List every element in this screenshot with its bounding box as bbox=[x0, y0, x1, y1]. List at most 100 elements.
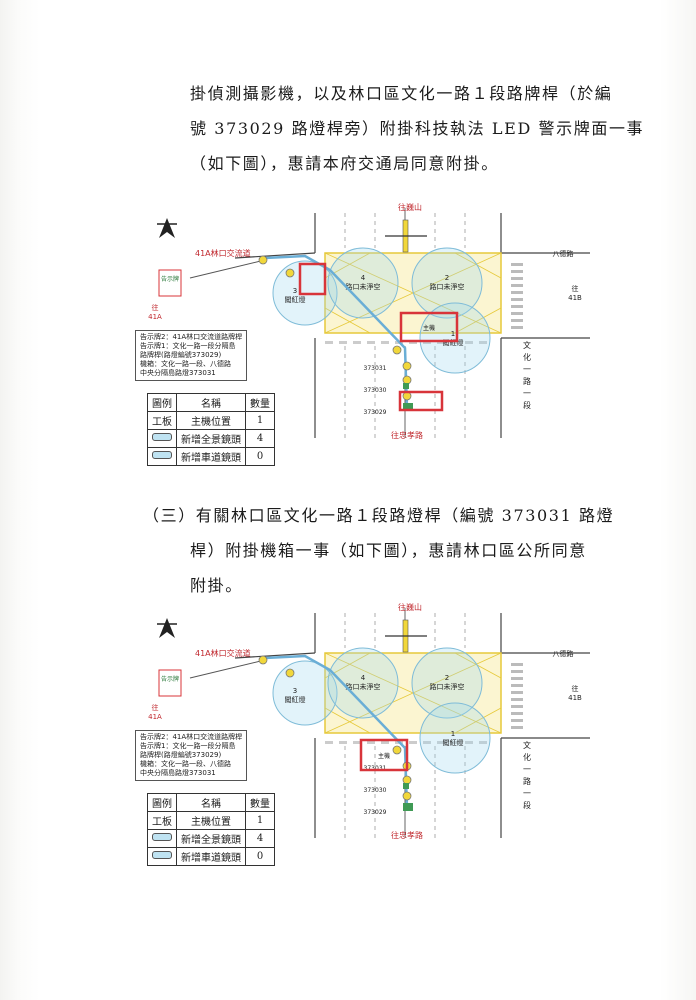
road-label-41a: 41A林口交流道 bbox=[195, 248, 251, 258]
legend-qty: 1 bbox=[245, 811, 275, 830]
crosswalk-stripe bbox=[511, 312, 523, 315]
crosswalk-stripe bbox=[367, 341, 375, 344]
legend-header: 數量 bbox=[245, 393, 275, 412]
road-edge bbox=[234, 652, 316, 659]
crosswalk-stripe bbox=[339, 741, 347, 744]
crosswalk-stripe bbox=[451, 341, 459, 344]
pole-number-373031: 373031 bbox=[364, 765, 387, 772]
paragraph-2-line-2: 桿）附掛機箱一事（如下圖），惠請林口區公所同意 bbox=[190, 541, 587, 560]
crosswalk-stripe bbox=[511, 705, 523, 708]
left-sign-box bbox=[158, 669, 182, 697]
camera-coverage-1 bbox=[419, 302, 491, 374]
crosswalk-stripe bbox=[465, 741, 473, 744]
crosswalk-stripe bbox=[325, 741, 333, 744]
legend-icon: 工板 bbox=[147, 411, 177, 430]
paragraph-2-line-1: （三）有關林口區文化一路１段路燈桿（編號 373031 路燈 bbox=[143, 506, 615, 525]
notes-box: 告示牌2：41A林口交流道路牌桿告示牌1：文化一路一段分隔島路牌桿(路燈編號37… bbox=[135, 730, 248, 781]
legend-qty: 4 bbox=[245, 429, 275, 448]
pole-number-373030: 373030 bbox=[364, 387, 387, 394]
crosswalk-stripe bbox=[423, 341, 431, 344]
note-line: 告示牌1：文化一路一段分隔島 bbox=[140, 342, 236, 350]
signal-head bbox=[402, 791, 412, 801]
signal-head bbox=[285, 668, 295, 678]
signal-head bbox=[392, 745, 402, 755]
crosswalk-stripe bbox=[511, 263, 523, 266]
cable-route bbox=[189, 659, 266, 679]
paragraph-1-line-2: 號 373029 路燈桿旁）附掛科技執法 LED 警示牌面一事 bbox=[190, 119, 645, 138]
crosswalk-stripe bbox=[511, 277, 523, 280]
crosswalk-stripe bbox=[465, 341, 473, 344]
note-line: 路牌桿(路燈編號373029) bbox=[140, 751, 222, 759]
road-label-north: 往巍山 bbox=[398, 602, 422, 612]
legend-header: 圖例 bbox=[147, 393, 177, 412]
legend-qty: 0 bbox=[245, 847, 275, 866]
crosswalk-stripe bbox=[511, 284, 523, 287]
legend-icon: 工板 bbox=[147, 811, 177, 830]
crosswalk-stripe bbox=[511, 726, 523, 729]
signal-head bbox=[402, 775, 412, 785]
crosswalk-stripe bbox=[511, 326, 523, 329]
road-label-wenhua: 文化一路一段 bbox=[523, 740, 531, 810]
crosswalk-stripe bbox=[423, 741, 431, 744]
legend-name: 主機位置 bbox=[176, 411, 246, 430]
camera-coverage-3 bbox=[272, 660, 338, 726]
legend-header: 圖例 bbox=[147, 793, 177, 812]
crosswalk-stripe bbox=[367, 741, 375, 744]
pole-number-373030: 373030 bbox=[364, 787, 387, 794]
crosswalk-stripe bbox=[325, 341, 333, 344]
pole-number-373031: 373031 bbox=[364, 365, 387, 372]
signal-head bbox=[392, 345, 402, 355]
sign-pole bbox=[403, 403, 413, 411]
note-line: 路牌桿(路燈編號373029) bbox=[140, 351, 222, 359]
paragraph-1-line-3: （如下圖），惠請本府交通局同意附掛。 bbox=[190, 154, 499, 173]
crosswalk-stripe bbox=[479, 341, 487, 344]
road-label-wenhua: 文化一路一段 bbox=[523, 340, 531, 410]
legend-name: 新增全景鏡頭 bbox=[176, 429, 246, 448]
camera-coverage-4 bbox=[327, 247, 399, 319]
crosswalk-stripe bbox=[381, 741, 389, 744]
signal-head bbox=[258, 655, 268, 665]
left-sign-box bbox=[158, 269, 182, 297]
crosswalk-stripe bbox=[451, 741, 459, 744]
crosswalk-stripe bbox=[437, 341, 445, 344]
sign-pole bbox=[403, 783, 409, 789]
crosswalk-stripe bbox=[511, 684, 523, 687]
camera-coverage-4 bbox=[327, 647, 399, 719]
left-sign-label: 告示牌 bbox=[161, 275, 179, 283]
legend-name: 新增全景鏡頭 bbox=[176, 829, 246, 848]
crosswalk-stripe bbox=[381, 341, 389, 344]
road-label-41a: 41A林口交流道 bbox=[195, 648, 251, 658]
note-line: 告示牌1：文化一路一段分隔島 bbox=[140, 742, 236, 750]
cable-route bbox=[189, 259, 266, 279]
pole-number-373029: 373029 bbox=[364, 809, 387, 816]
crosswalk-stripe bbox=[511, 698, 523, 701]
crosswalk-stripe bbox=[511, 712, 523, 715]
sign-pole bbox=[403, 803, 413, 811]
legend-header: 數量 bbox=[245, 793, 275, 812]
road-label-east: 八德路 bbox=[553, 649, 574, 658]
crosswalk-stripe bbox=[511, 719, 523, 722]
north-arrow-icon bbox=[159, 618, 175, 638]
crosswalk-stripe bbox=[353, 341, 361, 344]
road-label-south: 往忠孝路 bbox=[391, 830, 423, 840]
crosswalk-stripe bbox=[511, 677, 523, 680]
legend-header: 名稱 bbox=[176, 793, 246, 812]
signal-head bbox=[258, 255, 268, 265]
legend-icon bbox=[147, 429, 177, 448]
note-line: 機箱：文化一路一段、八德路 bbox=[140, 760, 231, 768]
signal-head bbox=[285, 268, 295, 278]
